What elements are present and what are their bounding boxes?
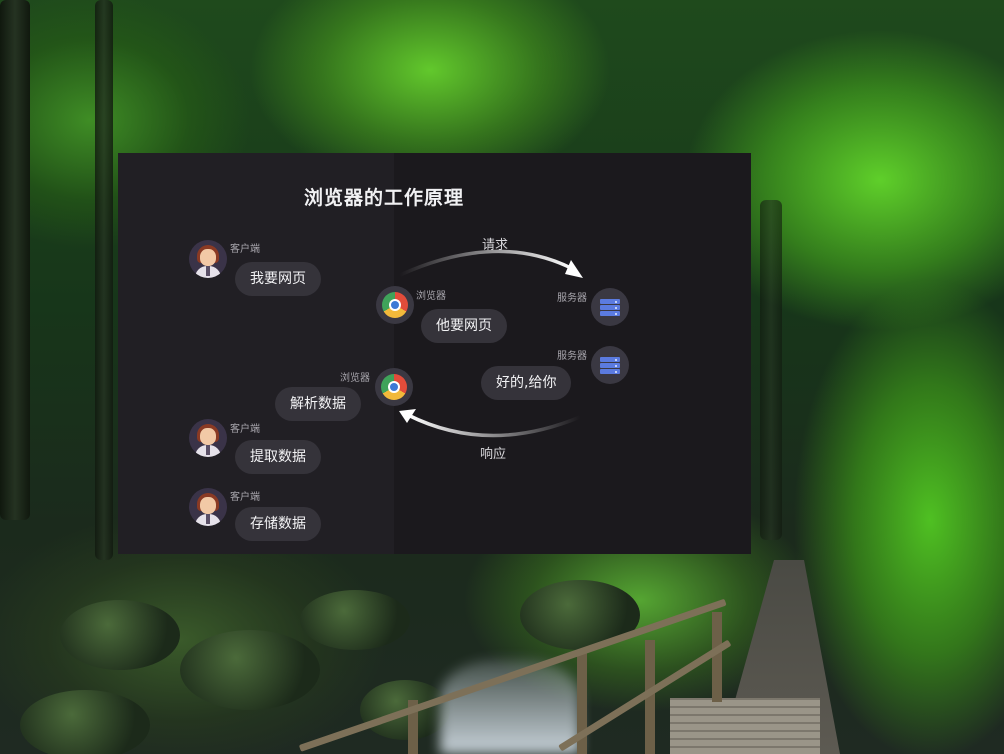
client-avatar-icon xyxy=(189,488,227,526)
request-arrow xyxy=(399,249,574,277)
client-avatar-icon xyxy=(189,419,227,457)
chrome-browser-icon xyxy=(375,368,413,406)
server-icon xyxy=(591,288,629,326)
diagram-title: 浏览器的工作原理 xyxy=(303,187,464,209)
client-avatar-icon xyxy=(189,240,227,278)
response-arrow xyxy=(407,413,581,438)
response-arrowhead xyxy=(399,409,416,423)
server-icon xyxy=(591,346,629,384)
browser-role-label: 浏览器 xyxy=(416,291,446,302)
browser-request-bubble: 他要网页 xyxy=(421,309,507,343)
server-role-label: 服务器 xyxy=(557,351,587,362)
browser-parse-bubble: 解析数据 xyxy=(275,387,361,421)
client-store-bubble: 存储数据 xyxy=(235,507,321,541)
diagram-panel: 浏览器的工作原理 请求 响应 客户端 我要网页 浏览器 他要网页 服务器 xyxy=(118,153,751,554)
client-role-label: 客户端 xyxy=(230,244,260,255)
response-label: 响应 xyxy=(480,447,507,462)
client-role-label: 客户端 xyxy=(230,492,260,503)
server-role-label: 服务器 xyxy=(557,293,587,304)
client-role-label: 客户端 xyxy=(230,424,260,435)
browser-role-label: 浏览器 xyxy=(340,373,370,384)
request-label: 请求 xyxy=(482,238,509,253)
flow-arrows xyxy=(399,249,583,438)
client-extract-bubble: 提取数据 xyxy=(235,440,321,474)
client-request-bubble: 我要网页 xyxy=(235,262,321,296)
server-reply-bubble: 好的,给你 xyxy=(481,366,572,400)
chrome-browser-icon xyxy=(376,286,414,324)
request-arrowhead xyxy=(565,260,583,278)
